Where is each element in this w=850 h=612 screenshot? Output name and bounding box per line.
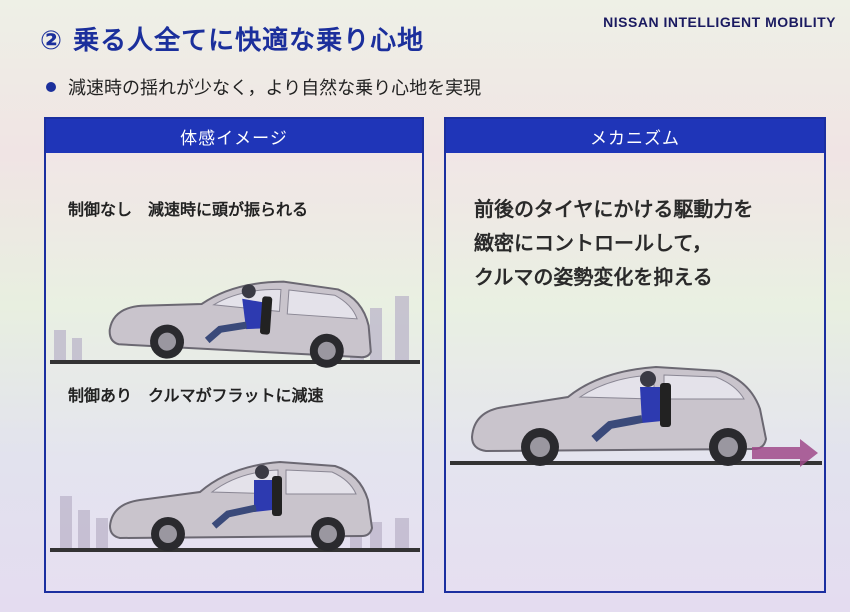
bullet-icon [46,82,56,92]
subtitle: 減速時の揺れが少なく，より自然な乗り心地を実現 [46,74,481,100]
left-panel-heading: 体感イメージ [46,119,422,153]
mechanism-line: 緻密にコントロールして， [474,231,712,255]
mechanism-line: クルマの姿勢変化を抑える [474,265,713,289]
right-panel: メカニズム [444,117,826,593]
car-illustration-mechanism [450,365,822,467]
page-title: ② 乗る人全てに快適な乗り心地 [40,26,425,56]
caption-no-control: 制御なし 減速時に頭が振られる [68,200,309,219]
car-illustration-with-control [50,460,420,552]
subtitle-text: 減速時の揺れが少なく，より自然な乗り心地を実現 [68,78,482,99]
caption-with-control: 制御あり クルマがフラットに減速 [68,386,324,405]
car-illustration-no-control [50,280,420,368]
right-panel-heading: メカニズム [446,119,824,153]
nissan-logo: NISSAN INTELLIGENT MOBILITY [603,14,836,30]
mechanism-text: 前後のタイヤにかける駆動力を 緻密にコントロールして， クルマの姿勢変化を抑える [474,192,753,294]
mechanism-line: 前後のタイヤにかける駆動力を [474,197,754,221]
